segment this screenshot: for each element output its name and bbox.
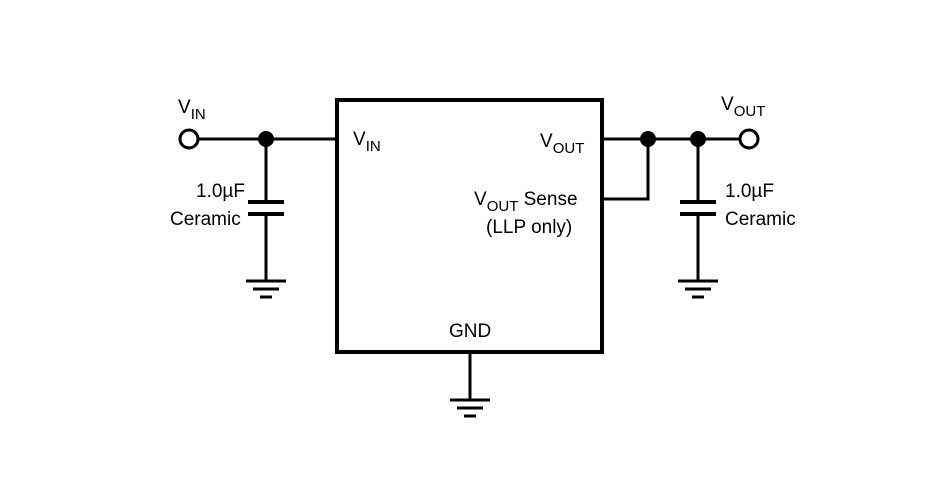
- ic-pin-vout-sense-note: (LLP only): [486, 217, 572, 238]
- sense-wire: [600, 137, 650, 201]
- output-cap-type: Ceramic: [725, 209, 796, 230]
- ic-ground-symbol: [450, 398, 490, 418]
- output-cap-value: 1.0µF: [725, 181, 774, 202]
- vin-terminal-label: VIN: [178, 97, 206, 123]
- input-terminal: [178, 128, 200, 150]
- ic-pin-vout-sense-label: VOUT Sense: [474, 189, 578, 215]
- input-cap-value: 1.0µF: [196, 181, 245, 202]
- input-ground-symbol: [246, 279, 286, 299]
- ic-pin-vout-label: VOUT: [540, 131, 584, 157]
- ic-pin-vin-label: VIN: [353, 129, 381, 155]
- ic-pin-gnd-label: GND: [449, 321, 491, 342]
- output-ground-symbol: [678, 279, 718, 299]
- output-terminal: [738, 128, 760, 150]
- input-cap-type: Ceramic: [170, 209, 241, 230]
- vout-terminal-label: VOUT: [721, 94, 765, 120]
